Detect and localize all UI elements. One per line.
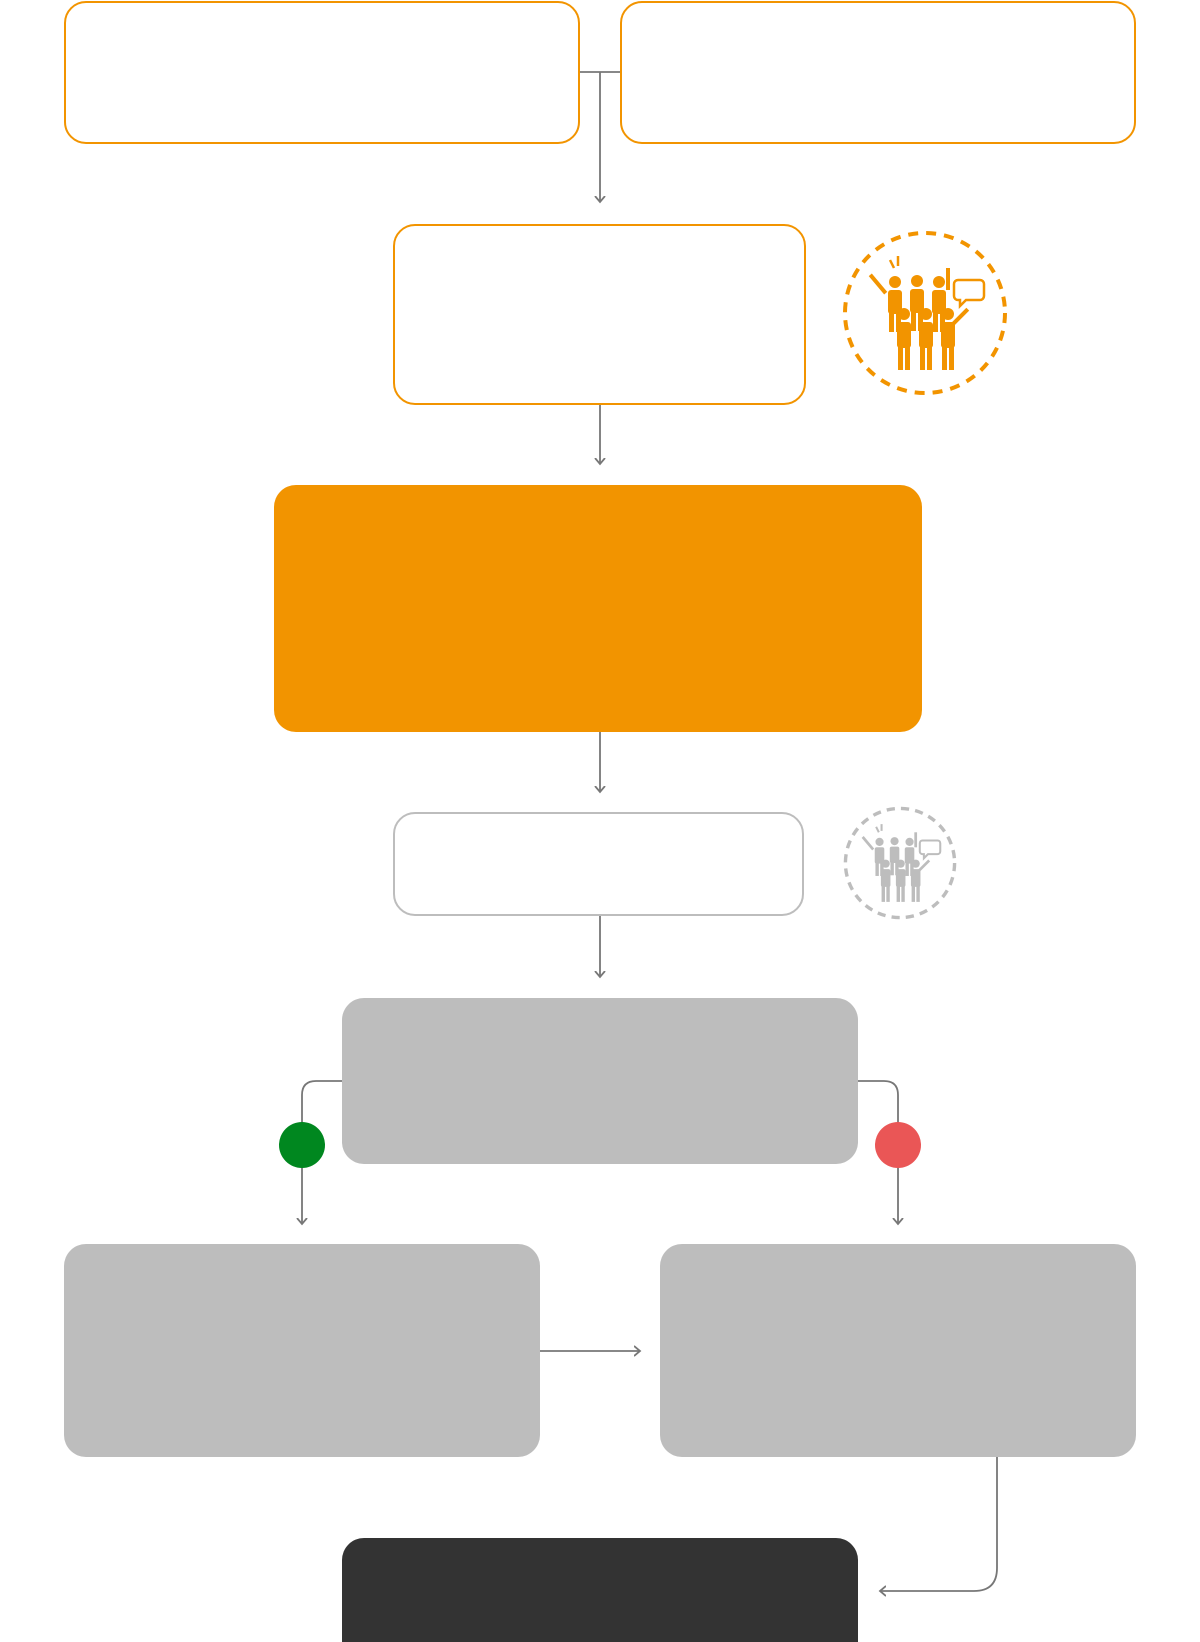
box-step-2 (393, 224, 806, 405)
arrow-no-to-final (880, 1457, 998, 1591)
branch-yes (302, 1080, 342, 1224)
group-discussion-icon (843, 231, 1007, 395)
box-decision (342, 998, 858, 1164)
box-step-4 (393, 812, 804, 916)
red-circle-icon (875, 1122, 921, 1168)
box-step-3 (274, 485, 922, 732)
box-outcome-yes (64, 1244, 540, 1457)
box-top-left (64, 1, 580, 144)
branch-no (858, 1080, 898, 1224)
box-outcome-no (660, 1244, 1136, 1457)
green-circle-icon (279, 1122, 325, 1168)
box-top-right (620, 1, 1136, 144)
group-discussion-icon (843, 806, 957, 920)
box-final (342, 1538, 858, 1642)
